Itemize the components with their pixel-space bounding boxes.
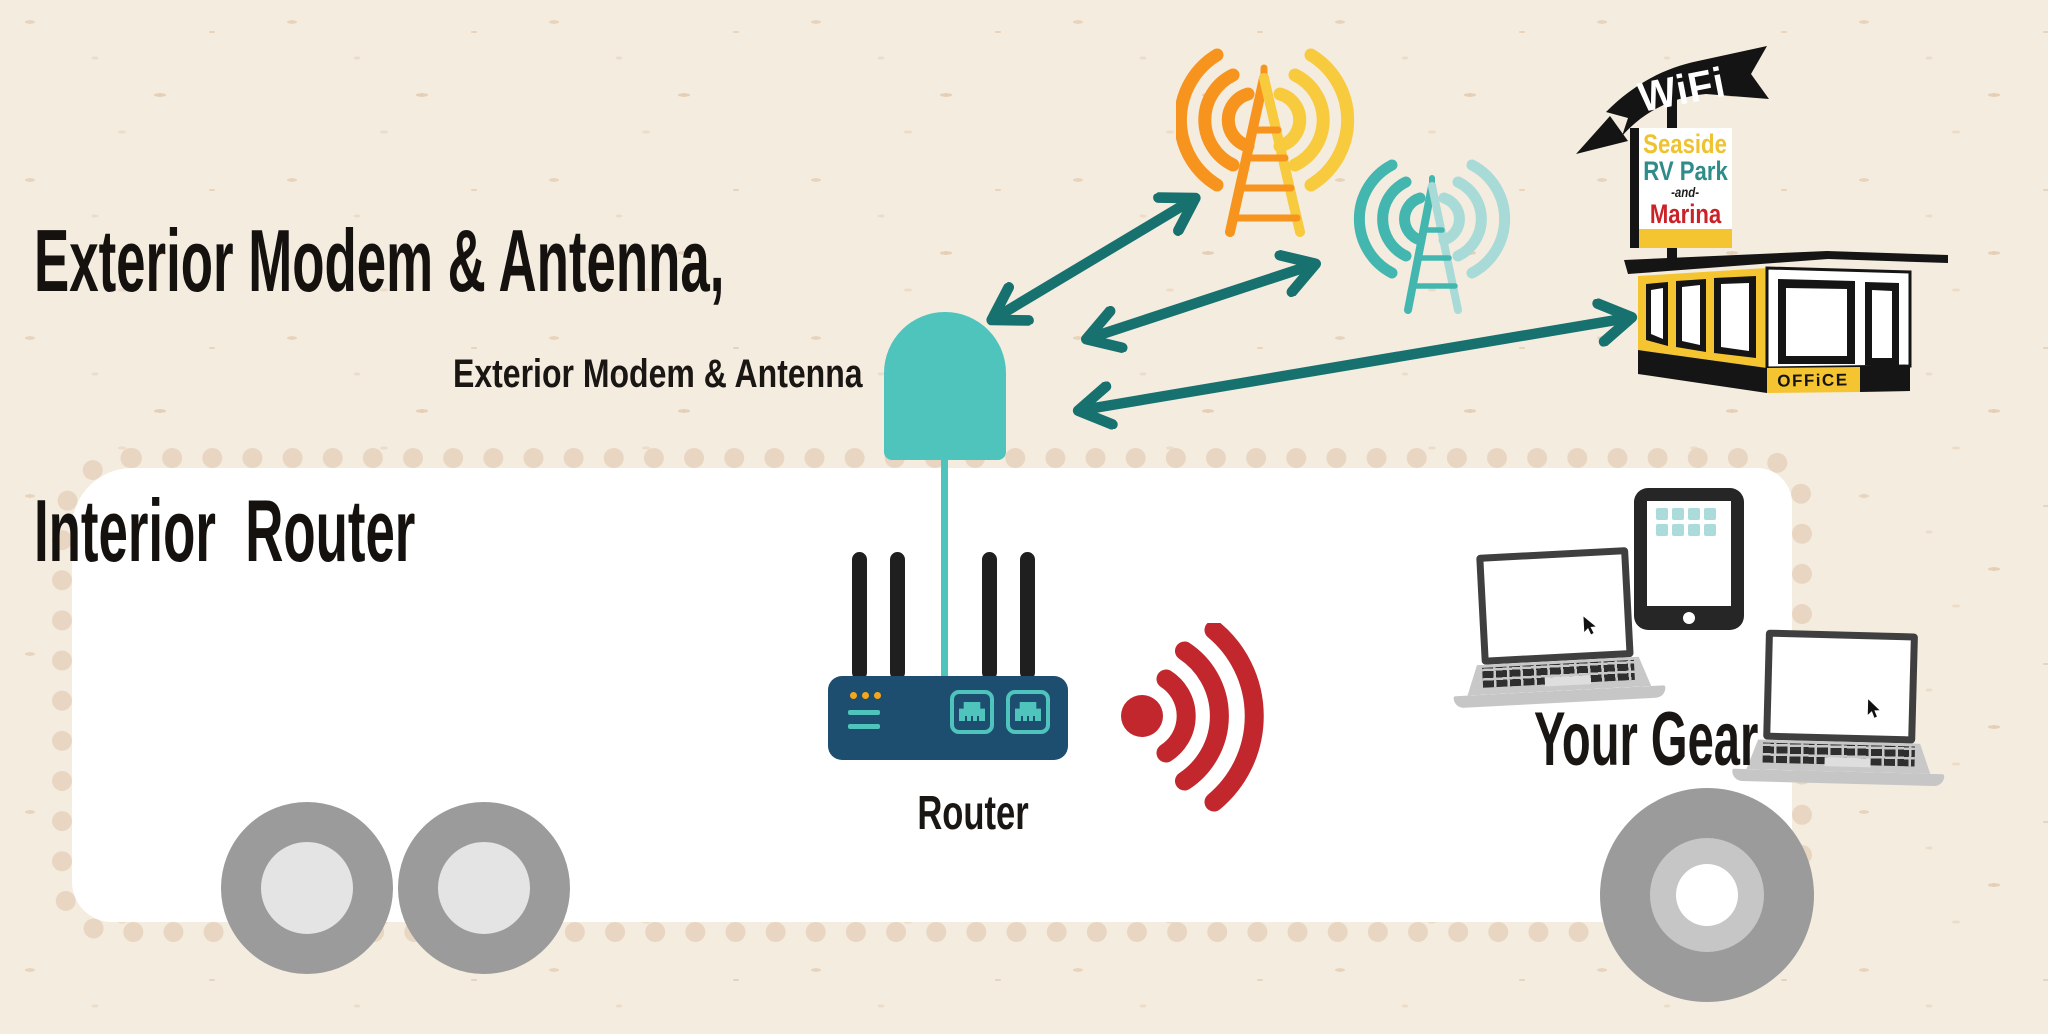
page-title-line1: Exterior Modem & Antenna, [34,211,725,310]
laptop-keyboard [1746,739,1931,774]
laptop-screen [1476,547,1634,665]
sign-line-and: -and- [1671,184,1700,200]
router-vent-line [848,724,880,729]
sign-line-marina: Marina [1649,199,1722,229]
laptop-icon [1732,629,1974,787]
rv-park-sign: Seaside RV Park -and- Marina [1630,128,1732,248]
antenna-label: Exterior Modem & Antenna [453,352,863,396]
rj45-icon [1015,702,1041,721]
sign-line-rv-park: RV Park [1643,156,1728,186]
router-vent-line [848,710,880,715]
page-title-line2: Interior Router [34,481,416,580]
orange-cell-tower-icon [1176,48,1355,237]
antenna-cable-lower [941,456,948,678]
router-led [862,692,869,699]
your-gear-label: Your Gear [1534,697,1759,782]
cursor-icon [1867,699,1880,718]
app-icon [1656,524,1668,536]
tablet-screen [1647,501,1731,606]
right-wheel [1600,788,1814,1002]
app-icon [1672,508,1684,520]
app-icon [1656,508,1668,520]
router-antenna-icon [852,552,867,680]
router-antenna-icon [982,552,997,680]
app-icon [1688,524,1700,536]
laptop-icon [1453,544,1692,709]
signal-arrows [940,175,1680,435]
signal-arrow-to-teal-tower [1090,265,1312,338]
home-button [1683,612,1695,624]
tablet-icon [1634,488,1744,630]
signal-arrow-to-orange-tower [995,200,1192,318]
app-grid [1656,508,1726,536]
app-icon [1704,524,1716,536]
router-antenna-icon [890,552,905,680]
wifi-flag-icon [1576,46,1769,154]
app-icon [1688,508,1700,520]
router-label: Router [917,787,1029,840]
router-antenna-icon [1020,552,1035,680]
office-building-icon: OFFiCE [1624,251,1948,393]
sign-yellow-band [1639,229,1732,248]
router-led [874,692,881,699]
wifi-signal-icon [1121,623,1264,812]
exterior-antenna-dome-icon [884,312,1006,460]
wheel-rim [1650,838,1764,952]
office-sign-label: OFFiCE [1777,370,1849,390]
wheel-hub [1676,864,1738,926]
router-led [850,692,857,699]
app-icon [1672,524,1684,536]
ethernet-port-icon [1006,690,1050,734]
left-wheel-1 [221,802,393,974]
teal-cell-tower-icon [1353,159,1511,314]
cursor-icon [1583,616,1596,635]
sign-line-seaside: Seaside [1643,129,1728,159]
app-icon [1704,508,1716,520]
laptop-trackpad [1824,757,1871,768]
signal-arrow-to-office [1082,318,1628,410]
rj45-icon [959,702,985,721]
page-title: Exterior Modem & Antenna, Interior Route… [34,36,724,666]
left-wheel-2 [398,802,570,974]
ethernet-port-icon [950,690,994,734]
laptop-screen [1763,629,1918,744]
